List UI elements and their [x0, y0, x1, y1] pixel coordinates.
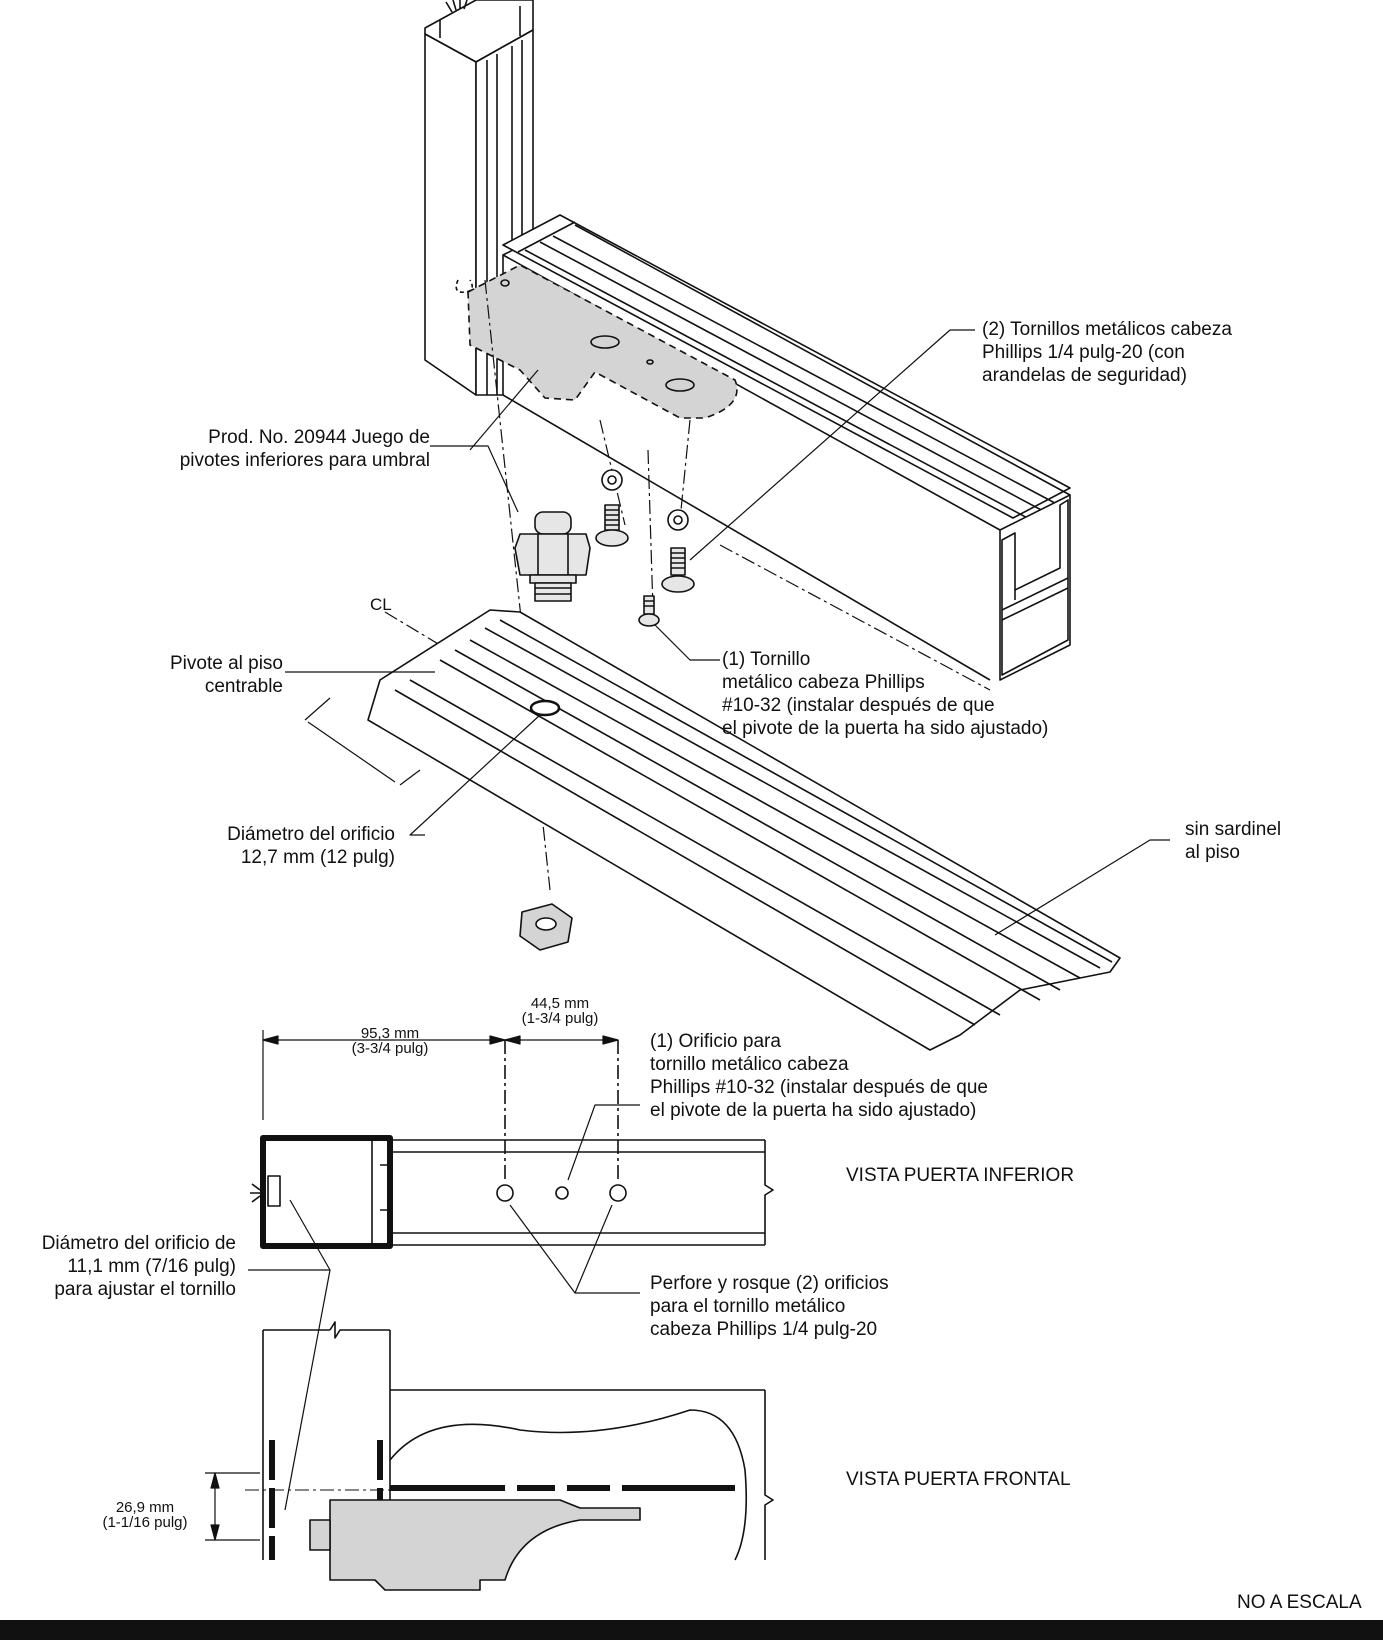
label-tornillos-2: (2) Tornillos metálicos cabeza Phillips … [982, 319, 1232, 386]
centerline-symbol: CL [370, 595, 392, 614]
dimension-95: 95,3 mm (3-3/4 pulg) [351, 1025, 429, 1057]
screw-left [595, 504, 629, 547]
threshold [367, 609, 1121, 1051]
label-vista-inferior: VISTA PUERTA INFERIOR [846, 1165, 1075, 1186]
label-diametro-12: Diámetro del orificio 12,7 mm (12 pulg) [227, 824, 395, 868]
label-no-escala: NO A ESCALA [1237, 1592, 1362, 1613]
lock-washer-right [667, 509, 689, 531]
label-tornillo-1: (1) Tornillo metálico cabeza Phillips #1… [722, 649, 1049, 739]
bottom-bar [0, 1620, 1383, 1640]
label-orificio-1: (1) Orificio para tornillo metálico cabe… [650, 1031, 988, 1121]
label-diametro-11: Diámetro del orificio de 11,1 mm (7/16 p… [41, 1233, 236, 1300]
small-screw [638, 595, 660, 627]
dimension-44: 44,5 mm (1-3/4 pulg) [521, 995, 599, 1027]
label-prod-no: Prod. No. 20944 Juego de pivotes inferio… [179, 427, 430, 471]
dimension-lines [205, 1030, 619, 1541]
pivot-set-hidden [455, 264, 738, 419]
screw-right [661, 547, 695, 593]
leader-lines [285, 329, 1170, 936]
lower-leader-lines [248, 1104, 640, 1511]
door-bottom-rail [502, 214, 1071, 681]
label-sin-sardinel: sin sardinel al piso [1185, 819, 1282, 863]
label-vista-frontal: VISTA PUERTA FRONTAL [846, 1469, 1071, 1490]
pivot-bolt [514, 511, 591, 602]
front-view [245, 1321, 774, 1591]
label-pivote-piso: Pivote al piso centrable [169, 653, 283, 697]
dimension-26: 26,9 mm (1-1/16 pulg) [102, 1499, 188, 1531]
hex-nut [519, 903, 573, 951]
label-perfore: Perfore y rosque (2) orificios para el t… [650, 1273, 889, 1340]
lock-washer-left [601, 469, 623, 491]
